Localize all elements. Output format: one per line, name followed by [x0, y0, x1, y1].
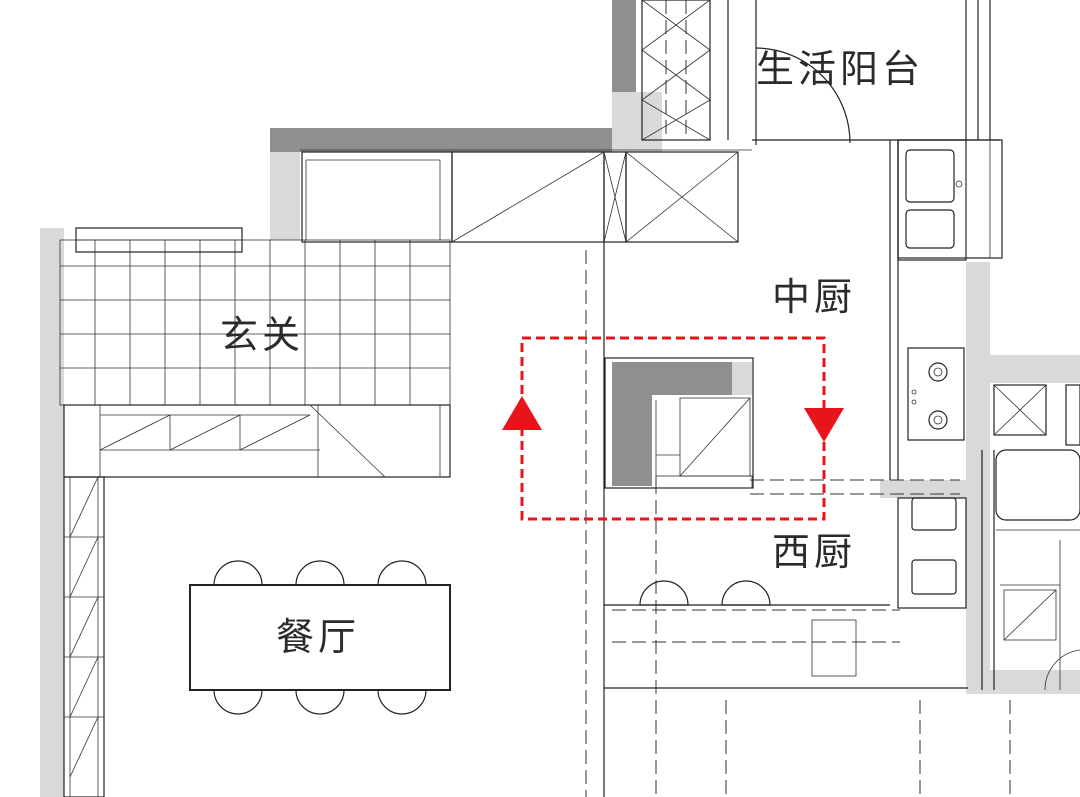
room-label-western-kitchen: 西厨 [772, 530, 856, 574]
entrance-floor-grid [59, 239, 451, 406]
room-label-middle-kitchen: 中厨 [772, 275, 856, 319]
dining-table [189, 560, 451, 715]
arrow-up-icon [502, 396, 542, 430]
walls [40, 0, 1080, 797]
appliance-bottom [911, 559, 957, 595]
wall-right-bottom [966, 670, 1080, 694]
sink-bottom [905, 209, 955, 249]
sink-top [905, 149, 955, 203]
wall-kitchen-divider [880, 480, 970, 498]
bathtub [995, 449, 1080, 521]
wall-dark-top [270, 0, 662, 152]
guide-lines [585, 242, 968, 797]
bathroom-area [981, 384, 1080, 797]
arrow-down-icon [804, 408, 844, 442]
room-label-dining: 餐厅 [276, 615, 360, 659]
kitchen-island [604, 357, 754, 489]
wall-right-mid [966, 355, 1080, 383]
left-storage-cabinet [63, 476, 105, 797]
faucet-icon [955, 180, 963, 188]
room-label-balcony: 生活阳台 [756, 47, 924, 91]
vanity [1003, 589, 1057, 641]
cooktop [907, 347, 965, 441]
wall-entrance-top [270, 150, 300, 240]
balcony-area [641, 0, 1000, 145]
kitchen-counter [889, 139, 1003, 609]
entrance-window [75, 227, 243, 253]
burner-icon [928, 410, 948, 430]
bar-stools [639, 580, 857, 677]
wall-column [612, 92, 662, 152]
wall-right [966, 262, 990, 692]
room-label-entrance: 玄关 [220, 313, 304, 357]
island-counter [612, 362, 732, 486]
shoe-cabinet [63, 404, 451, 478]
burner-icon [928, 362, 948, 382]
appliance-top [911, 497, 957, 531]
top-cabinets [300, 149, 752, 243]
circulation-loop [502, 336, 844, 521]
